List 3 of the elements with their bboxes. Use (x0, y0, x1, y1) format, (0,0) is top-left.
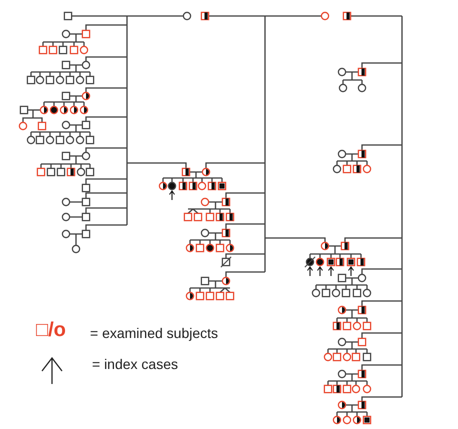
legend-text: = index cases (92, 356, 178, 372)
legend-text: = examined subjects (90, 325, 218, 341)
legend-symbol: □/o (36, 319, 66, 342)
